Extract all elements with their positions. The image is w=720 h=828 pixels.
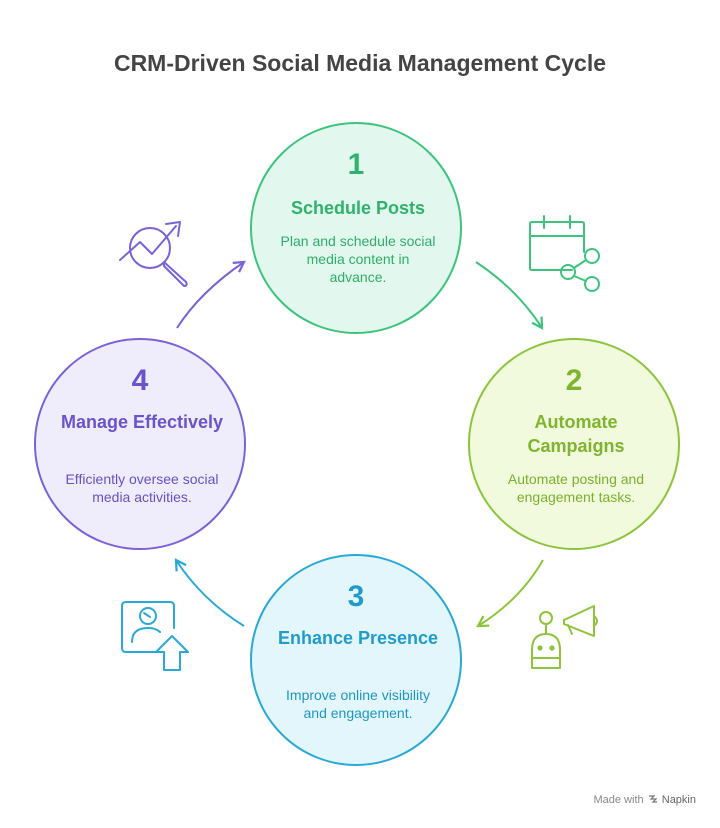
- step-automate-campaigns: 2 Automate Campaigns Automate posting an…: [468, 338, 680, 550]
- arrow-4-to-1: [176, 260, 246, 329]
- napkin-logo-icon: [648, 795, 658, 803]
- page-title: CRM-Driven Social Media Management Cycle: [113, 50, 607, 76]
- step-number: 3: [347, 580, 365, 613]
- step-number: 1: [347, 148, 365, 181]
- step-number: 4: [131, 364, 149, 397]
- step-manage-effectively: 4 Manage Effectively Efficiently oversee…: [34, 338, 246, 550]
- arrow-1-to-2: [475, 261, 544, 330]
- robot-megaphone-icon: [531, 605, 598, 669]
- calendar-share-icon: [529, 215, 600, 292]
- arrow-2-to-3: [476, 559, 544, 628]
- user-profile-upload-icon: [121, 601, 189, 671]
- step-description: Plan and schedule social media content i…: [280, 233, 436, 285]
- step-heading: Enhance Presence: [277, 628, 439, 648]
- step-description: Efficiently oversee social media activit…: [65, 471, 219, 505]
- footer-prefix: Made with: [593, 794, 644, 806]
- arrow-3-to-4: [174, 558, 245, 627]
- analytics-search-icon: [119, 221, 188, 287]
- step-number: 2: [565, 364, 583, 397]
- made-with-napkin-credit: Made with Napkin: [593, 794, 696, 806]
- step-heading: Automate Campaigns: [527, 412, 625, 456]
- step-description: Automate posting and engagement tasks.: [507, 471, 645, 505]
- step-heading: Manage Effectively: [60, 412, 224, 432]
- footer-brand: Napkin: [661, 794, 696, 806]
- step-heading: Schedule Posts: [290, 198, 426, 218]
- step-enhance-presence: 3 Enhance Presence Improve online visibi…: [250, 554, 462, 766]
- step-description: Improve online visibility and engagement…: [286, 687, 430, 721]
- step-schedule-posts: 1 Schedule Posts Plan and schedule socia…: [250, 122, 462, 334]
